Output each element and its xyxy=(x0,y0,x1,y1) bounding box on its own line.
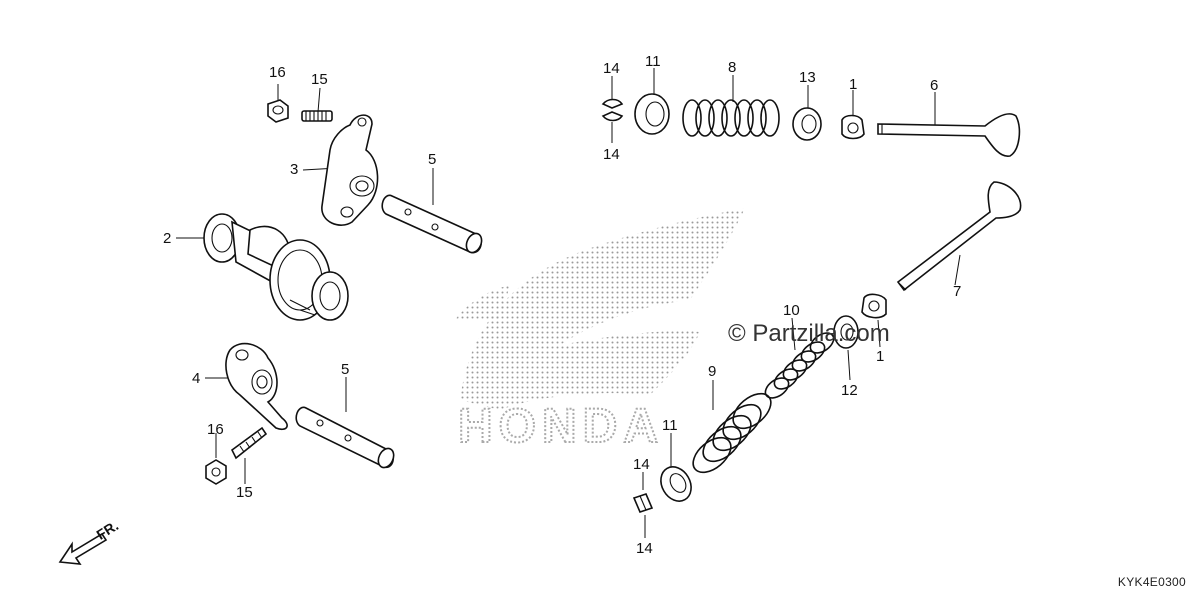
callout-5-lower: 5 xyxy=(341,361,350,378)
callout-11-lower: 11 xyxy=(662,417,678,434)
callout-16-lower: 16 xyxy=(207,421,224,438)
callout-7: 7 xyxy=(953,283,962,300)
callout-4: 4 xyxy=(192,370,201,387)
callout-14-lower-bottom: 14 xyxy=(636,540,653,557)
callout-13: 13 xyxy=(799,69,816,86)
part-15-adjusting-screw-lower xyxy=(230,426,268,460)
watermark-text: © Partzilla.com xyxy=(728,320,890,347)
part-5-rocker-arm-shaft-lower xyxy=(295,406,395,469)
part-6-intake-valve xyxy=(877,113,1021,157)
callout-8: 8 xyxy=(728,59,737,76)
part-11-spring-retainer-lower xyxy=(660,466,692,502)
part-8-valve-spring xyxy=(682,99,780,137)
part-16-nut xyxy=(267,99,289,123)
part-10-inner-spring xyxy=(764,332,835,399)
callout-10: 10 xyxy=(783,302,800,319)
honda-wing-watermark-icon: HONDA xyxy=(455,208,745,454)
callout-16: 16 xyxy=(269,64,286,81)
part-2-camshaft xyxy=(203,213,349,321)
callout-14-lower-top: 14 xyxy=(633,456,650,473)
callout-12: 12 xyxy=(841,382,858,399)
part-11-spring-retainer xyxy=(634,93,670,135)
front-direction-arrow-icon xyxy=(58,532,108,565)
part-1-stem-seal xyxy=(841,114,865,140)
part-15-adjusting-screw xyxy=(301,110,333,122)
callout-11-top: 11 xyxy=(645,53,661,70)
callout-14-top: 14 xyxy=(603,60,620,77)
callout-1-top: 1 xyxy=(849,76,858,93)
callout-15: 15 xyxy=(311,71,328,88)
part-3-rocker-arm xyxy=(321,114,379,226)
part-14-valve-cotter xyxy=(601,98,624,122)
callout-2: 2 xyxy=(163,230,172,247)
part-13-spring-seat xyxy=(792,107,822,141)
callout-5: 5 xyxy=(428,151,437,168)
honda-logo-text: HONDA xyxy=(458,400,664,453)
callout-6: 6 xyxy=(930,77,939,94)
callout-3: 3 xyxy=(290,161,299,178)
callout-15-lower: 15 xyxy=(236,484,253,501)
callout-14-top-lower: 14 xyxy=(603,146,620,163)
callout-9: 9 xyxy=(708,363,717,380)
part-4-rocker-arm xyxy=(225,342,288,431)
part-9-outer-spring xyxy=(692,392,772,474)
part-7-exhaust-valve xyxy=(896,181,1022,292)
part-12-spring-seat xyxy=(833,315,859,349)
part-14-valve-cotter-lower xyxy=(632,493,654,513)
callout-1-lower: 1 xyxy=(876,348,885,365)
part-5-rocker-arm-shaft xyxy=(381,194,483,254)
part-16-nut-lower xyxy=(205,459,227,485)
diagram-code: KYK4E0300 xyxy=(1117,575,1186,589)
leader-lines xyxy=(176,68,961,538)
part-1-stem-seal-lower xyxy=(861,293,887,319)
